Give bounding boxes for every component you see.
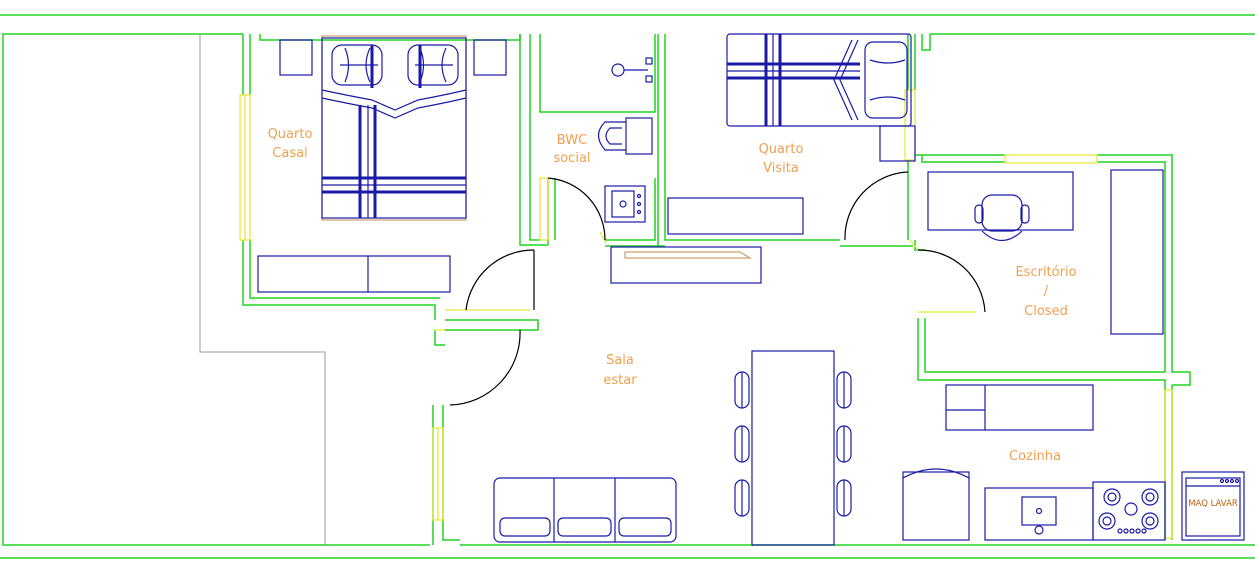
office-chair — [974, 194, 1030, 242]
doors — [449, 171, 986, 406]
label-escritorio-line3: Closed — [1024, 304, 1068, 319]
window-quarto-visita — [904, 89, 916, 161]
bwc-fixtures — [597, 57, 653, 223]
closet-shelf — [1110, 169, 1164, 335]
kitchen-sink — [984, 487, 1094, 541]
desk-visita — [667, 197, 804, 235]
external-area-outline — [199, 34, 326, 545]
washer-label: MAQ LAVAR — [1188, 499, 1238, 509]
shower-icon — [611, 63, 625, 77]
label-sala-line1: Sala — [606, 353, 634, 368]
label-quarto-visita-line1: Quarto — [759, 142, 804, 157]
label-bwc-line1: BWC — [557, 133, 587, 148]
label-quarto-casal-line2: Casal — [272, 146, 307, 161]
outer-boundary — [0, 14, 1255, 559]
door-escritorio — [917, 249, 986, 313]
label-escritorio-line2: / — [1044, 284, 1049, 299]
windows — [239, 89, 1173, 539]
label-cozinha: Cozinha — [1009, 449, 1061, 464]
nightstand-visita — [879, 125, 916, 162]
kitchen-counter-upper — [945, 384, 1094, 431]
toilet-tank — [625, 117, 653, 155]
sofa — [493, 477, 677, 543]
washing-machine: MAQ LAVAR — [1181, 471, 1245, 541]
hall-cabinet — [610, 246, 762, 284]
label-bwc-line2: social — [553, 151, 590, 166]
wardrobe-casal — [257, 255, 451, 293]
refrigerator — [902, 468, 970, 541]
office-desk — [927, 171, 1074, 231]
window-escritorio — [1004, 154, 1098, 164]
nightstands — [279, 39, 507, 76]
door-bwc — [547, 177, 606, 241]
door-quarto-casal — [465, 249, 535, 311]
single-bed — [726, 33, 912, 127]
sink-counter — [604, 185, 646, 223]
label-quarto-casal-line1: Quarto — [268, 127, 313, 142]
dining-table — [751, 350, 835, 546]
label-escritorio-line1: Escritório — [1015, 265, 1076, 280]
stove — [1092, 481, 1166, 541]
door-quarto-visita — [844, 171, 909, 241]
toilet-icon — [597, 121, 626, 151]
label-quarto-visita-line2: Visita — [763, 161, 799, 176]
label-sala-line2: estar — [603, 373, 637, 388]
window-cozinha — [1164, 389, 1173, 539]
door-entrance — [449, 329, 521, 406]
window-bwc — [539, 177, 549, 241]
room-labels: Quarto Casal BWC social Quarto Visita Es… — [268, 127, 1077, 464]
double-bed — [321, 35, 467, 221]
dining-chairs — [734, 371, 852, 517]
